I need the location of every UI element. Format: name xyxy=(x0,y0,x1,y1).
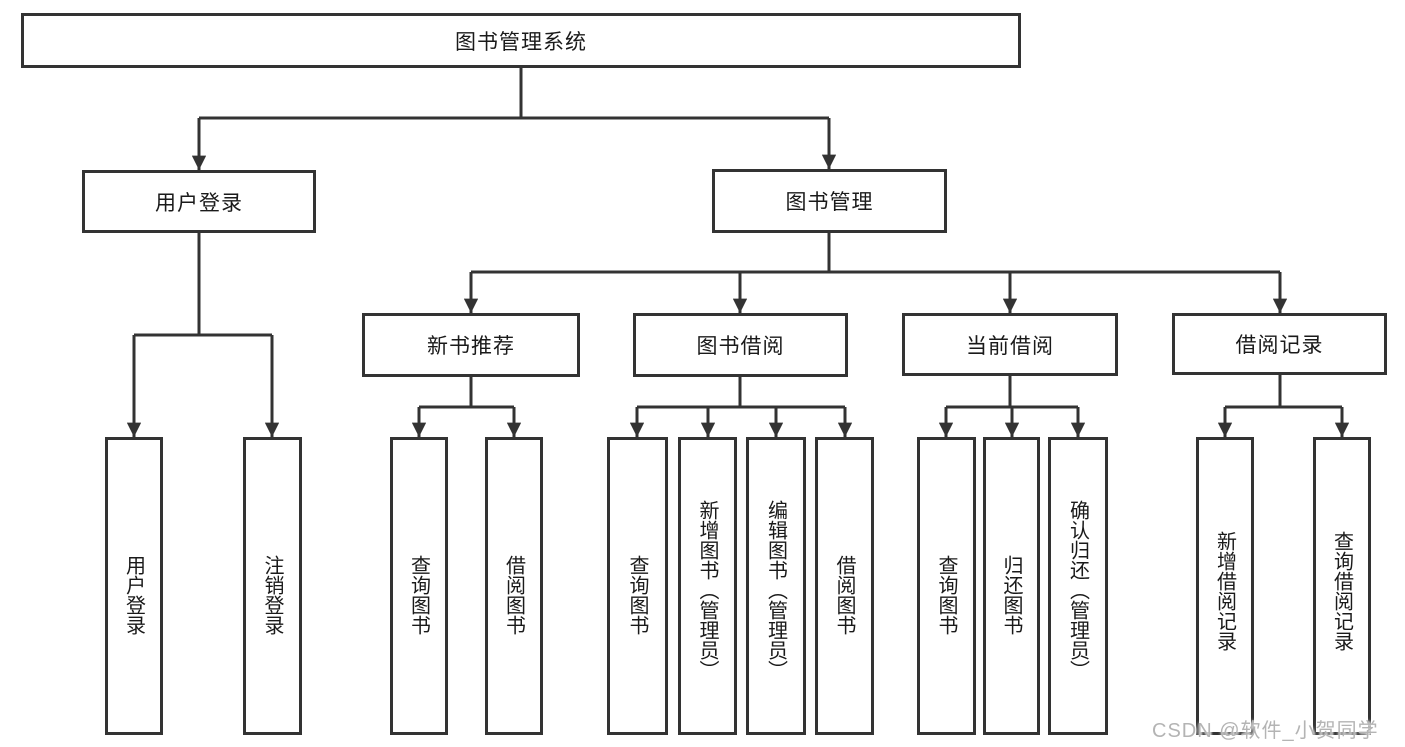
node-leaf-borrow-query-label: 查询图书 xyxy=(626,554,648,635)
node-leaf-current-return-label: 归还图书 xyxy=(1000,554,1022,635)
node-leaf-borrow-query: 查询图书 xyxy=(607,437,668,735)
node-leaf-record-add: 新增借阅记录 xyxy=(1196,437,1254,735)
node-leaf-logout: 注销登录 xyxy=(243,437,302,735)
node-leaf-record-add-label: 新增借阅记录 xyxy=(1213,531,1236,651)
node-leaf-borrow-add-label: 新增图书（管理员） xyxy=(696,500,718,680)
node-leaf-borrow-add: 新增图书（管理员） xyxy=(678,437,737,735)
node-current-borrow-label: 当前借阅 xyxy=(966,334,1054,358)
node-leaf-newbook-query-label: 查询图书 xyxy=(407,554,430,635)
node-book-mgmt-label: 图书管理 xyxy=(785,191,874,214)
node-root: 图书管理系统 xyxy=(21,13,1021,68)
node-leaf-user-login: 用户登录 xyxy=(105,437,163,735)
node-new-book-label: 新书推荐 xyxy=(427,335,515,358)
node-book-borrow: 图书借阅 xyxy=(633,313,848,377)
node-user-login: 用户登录 xyxy=(82,170,316,233)
node-leaf-current-return: 归还图书 xyxy=(983,437,1040,735)
node-leaf-current-query: 查询图书 xyxy=(917,437,976,735)
node-current-borrow: 当前借阅 xyxy=(902,313,1118,376)
node-user-login-label: 用户登录 xyxy=(155,191,243,215)
node-borrow-record: 借阅记录 xyxy=(1172,313,1387,375)
node-book-mgmt: 图书管理 xyxy=(712,169,947,233)
node-leaf-borrow-edit: 编辑图书（管理员） xyxy=(746,437,806,735)
node-leaf-user-login-label: 用户登录 xyxy=(122,554,145,635)
node-leaf-newbook-query: 查询图书 xyxy=(390,437,448,735)
node-leaf-record-query: 查询借阅记录 xyxy=(1313,437,1371,735)
node-leaf-current-confirm: 确认归还（管理员） xyxy=(1048,437,1108,735)
node-new-book: 新书推荐 xyxy=(362,313,580,377)
node-leaf-borrow-borrow-label: 借阅图书 xyxy=(833,554,855,635)
node-borrow-record-label: 借阅记录 xyxy=(1235,334,1324,357)
node-leaf-newbook-borrow: 借阅图书 xyxy=(485,437,543,735)
node-leaf-newbook-borrow-label: 借阅图书 xyxy=(502,554,525,635)
node-book-borrow-label: 图书借阅 xyxy=(696,335,785,358)
node-leaf-borrow-edit-label: 编辑图书（管理员） xyxy=(764,500,787,680)
node-leaf-record-query-label: 查询借阅记录 xyxy=(1330,531,1353,651)
node-root-label: 图书管理系统 xyxy=(455,30,587,54)
node-leaf-logout-label: 注销登录 xyxy=(261,554,283,635)
watermark: CSDN @软件_小贺同学 xyxy=(1152,720,1379,742)
node-leaf-current-confirm-label: 确认归还（管理员） xyxy=(1066,500,1089,680)
node-leaf-current-query-label: 查询图书 xyxy=(935,554,957,635)
node-leaf-borrow-borrow: 借阅图书 xyxy=(815,437,874,735)
